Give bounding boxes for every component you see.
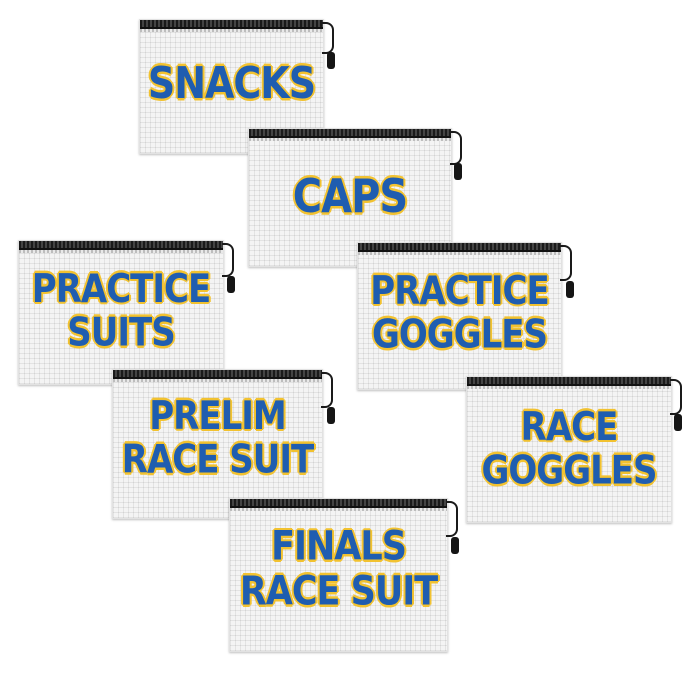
pouch-prelim-race-suit: PRELIM RACE SUIT bbox=[112, 369, 323, 519]
zipper-cord bbox=[446, 501, 458, 537]
zipper-pull-icon bbox=[327, 407, 335, 424]
zipper-pull-icon bbox=[327, 52, 335, 69]
zipper-pull-icon bbox=[451, 537, 459, 554]
pouch-label: FINALS RACE SUIT bbox=[239, 524, 438, 615]
zipper bbox=[249, 129, 451, 138]
zipper-pull-icon bbox=[674, 414, 682, 431]
zipper-pull-icon bbox=[227, 276, 235, 293]
zipper-band bbox=[249, 138, 451, 141]
zipper-cord bbox=[322, 22, 334, 54]
pouch-label: SNACKS bbox=[147, 57, 316, 109]
pouch-label: PRACTICE SUITS bbox=[31, 266, 211, 356]
zipper-cord bbox=[321, 372, 333, 408]
zipper-cord bbox=[560, 245, 572, 281]
zipper bbox=[19, 241, 223, 250]
zipper-cord bbox=[450, 131, 462, 165]
zipper-band bbox=[230, 508, 447, 511]
pouch-caps: CAPS bbox=[248, 128, 452, 267]
zipper bbox=[113, 370, 322, 379]
pouch-label: PRELIM RACE SUIT bbox=[121, 393, 314, 483]
zipper bbox=[467, 377, 671, 386]
zipper-band bbox=[113, 379, 322, 382]
zipper bbox=[358, 243, 561, 252]
zipper-band bbox=[358, 252, 561, 255]
zipper-cord bbox=[670, 379, 682, 415]
zipper-cord bbox=[222, 243, 234, 277]
pouch-finals-race-suit: FINALS RACE SUIT bbox=[229, 498, 448, 652]
zipper bbox=[230, 499, 447, 508]
pouch-race-goggles: RACE GOGGLES bbox=[466, 376, 672, 523]
pouch-label: PRACTICE GOGGLES bbox=[370, 268, 549, 358]
pouch-practice-goggles: PRACTICE GOGGLES bbox=[357, 242, 562, 390]
zipper-pull-icon bbox=[454, 163, 462, 180]
zipper-band bbox=[19, 250, 223, 253]
pouch-snacks: SNACKS bbox=[139, 19, 324, 154]
zipper-pull-icon bbox=[566, 281, 574, 298]
zipper-band bbox=[467, 386, 671, 389]
zipper-band bbox=[140, 29, 323, 32]
pouch-label: CAPS bbox=[292, 170, 408, 224]
pouch-practice-suits: PRACTICE SUITS bbox=[18, 240, 224, 385]
pouch-label: RACE GOGGLES bbox=[481, 404, 657, 494]
zipper bbox=[140, 20, 323, 29]
